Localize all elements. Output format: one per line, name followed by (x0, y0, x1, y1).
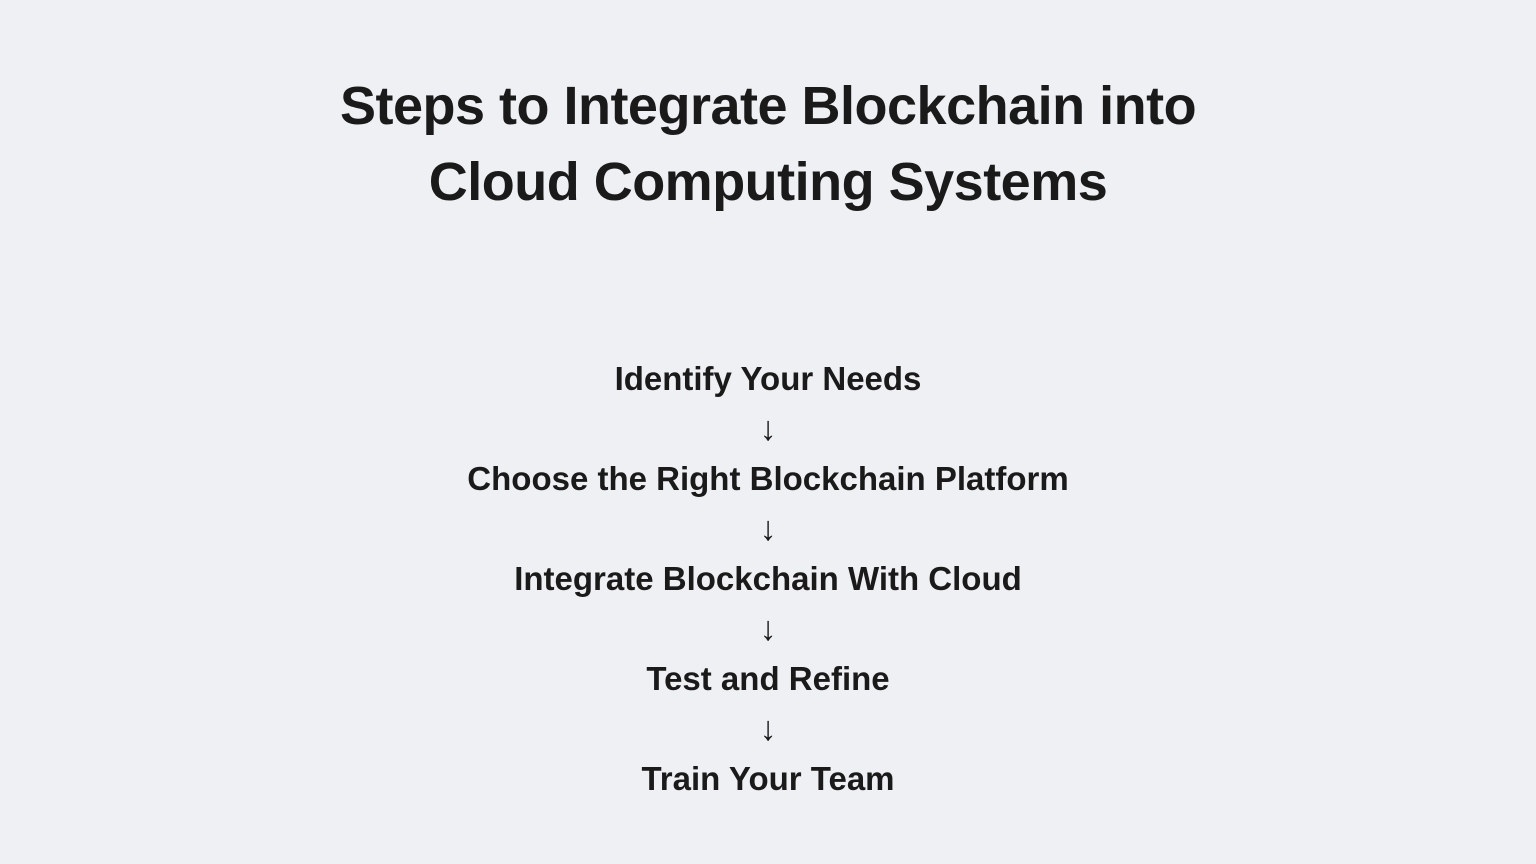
steps-flow: Identify Your Needs ↓ Choose the Right B… (467, 354, 1068, 804)
down-arrow-icon: ↓ (759, 610, 777, 649)
page-title-line-1: Steps to Integrate Blockchain into (339, 76, 1197, 136)
step-choose-platform: Choose the Right Blockchain Platform (467, 460, 1069, 498)
page-title: Steps to Integrate Blockchain into Cloud… (339, 68, 1197, 220)
page-title-line-2: Cloud Computing Systems (428, 152, 1108, 212)
step-integrate-with-cloud: Integrate Blockchain With Cloud (514, 560, 1022, 598)
step-identify-needs: Identify Your Needs (614, 360, 922, 398)
down-arrow-icon: ↓ (759, 410, 777, 449)
down-arrow-icon: ↓ (759, 510, 777, 549)
step-train-your-team: Train Your Team (641, 760, 895, 798)
down-arrow-icon: ↓ (759, 710, 777, 749)
step-test-and-refine: Test and Refine (646, 660, 890, 698)
